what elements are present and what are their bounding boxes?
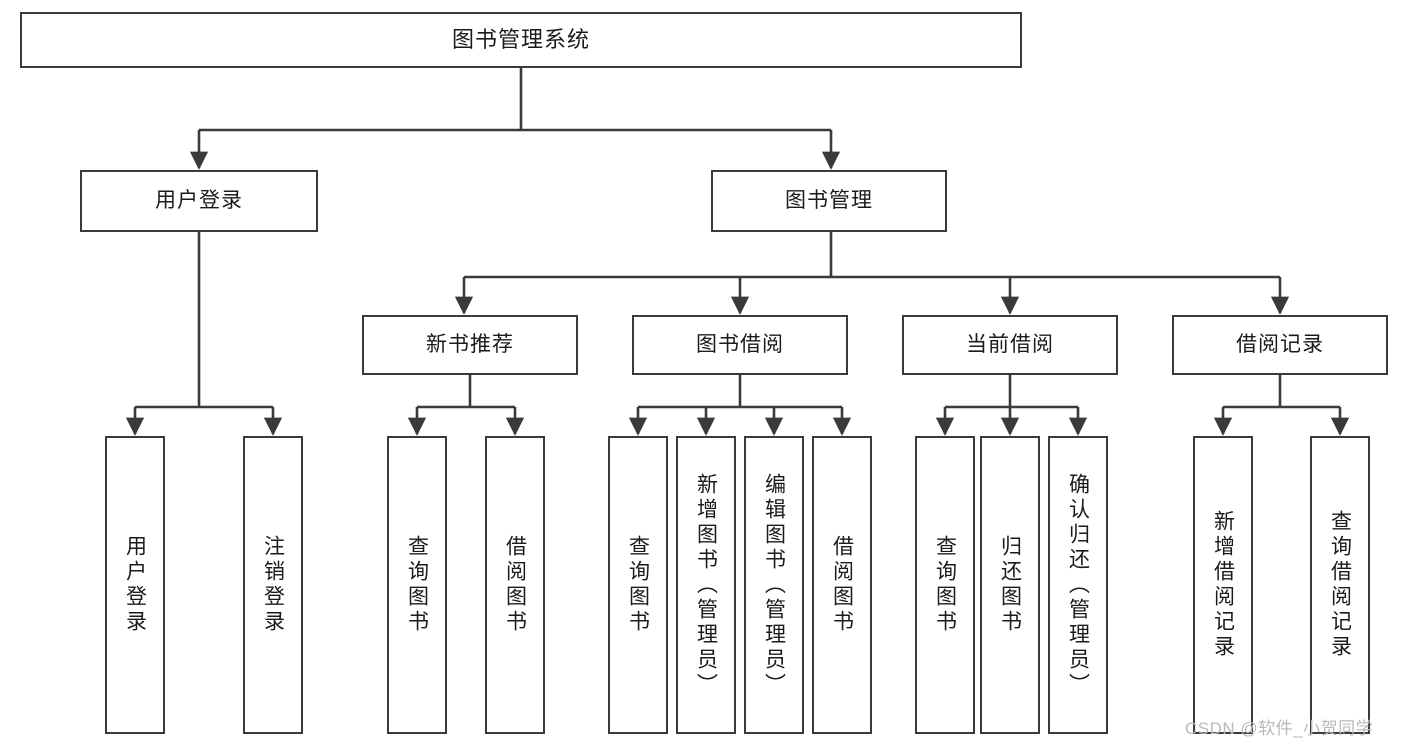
csdn-watermark: CSDN @软件_小贺同学 (1185, 719, 1374, 738)
leaf-edit-book-label: 编辑图书（管理员） (762, 472, 786, 698)
leaf-user-login-label: 用户登录 (123, 535, 147, 635)
leaf-add-record-label: 新增借阅记录 (1211, 510, 1235, 660)
node-book-borrow[interactable]: 图书借阅 (632, 315, 848, 375)
leaf-add-book[interactable]: 新增图书（管理员） (676, 436, 736, 734)
node-user-login-label: 用户登录 (155, 189, 243, 213)
leaf-confirm-return-label: 确认归还（管理员） (1066, 472, 1090, 698)
node-new-book-rec-label: 新书推荐 (426, 333, 514, 357)
leaf-query-book-1-label: 查询图书 (405, 535, 429, 635)
node-book-borrow-label: 图书借阅 (696, 333, 784, 357)
leaf-query-record[interactable]: 查询借阅记录 (1310, 436, 1370, 734)
leaf-logout-label: 注销登录 (261, 535, 285, 635)
leaf-query-book-3-label: 查询图书 (933, 535, 957, 635)
node-current-borrow[interactable]: 当前借阅 (902, 315, 1118, 375)
leaf-user-login[interactable]: 用户登录 (105, 436, 165, 734)
leaf-borrow-book-1-label: 借阅图书 (503, 535, 527, 635)
leaf-confirm-return[interactable]: 确认归还（管理员） (1048, 436, 1108, 734)
node-new-book-rec[interactable]: 新书推荐 (362, 315, 578, 375)
leaf-borrow-book-2-label: 借阅图书 (830, 535, 854, 635)
leaf-return-book[interactable]: 归还图书 (980, 436, 1040, 734)
leaf-add-book-label: 新增图书（管理员） (694, 472, 718, 698)
leaf-borrow-book-2[interactable]: 借阅图书 (812, 436, 872, 734)
node-root[interactable]: 图书管理系统 (20, 12, 1022, 68)
leaf-query-book-2[interactable]: 查询图书 (608, 436, 668, 734)
leaf-logout[interactable]: 注销登录 (243, 436, 303, 734)
leaf-return-book-label: 归还图书 (998, 535, 1022, 635)
node-book-manage-label: 图书管理 (785, 189, 873, 213)
node-current-borrow-label: 当前借阅 (966, 333, 1054, 357)
node-user-login[interactable]: 用户登录 (80, 170, 318, 232)
leaf-query-book-2-label: 查询图书 (626, 535, 650, 635)
node-borrow-record-label: 借阅记录 (1236, 333, 1324, 357)
node-book-manage[interactable]: 图书管理 (711, 170, 947, 232)
leaf-add-record[interactable]: 新增借阅记录 (1193, 436, 1253, 734)
leaf-query-book-1[interactable]: 查询图书 (387, 436, 447, 734)
leaf-query-record-label: 查询借阅记录 (1328, 510, 1352, 660)
leaf-query-book-3[interactable]: 查询图书 (915, 436, 975, 734)
leaf-borrow-book-1[interactable]: 借阅图书 (485, 436, 545, 734)
node-root-label: 图书管理系统 (451, 26, 590, 52)
node-borrow-record[interactable]: 借阅记录 (1172, 315, 1388, 375)
leaf-edit-book[interactable]: 编辑图书（管理员） (744, 436, 804, 734)
